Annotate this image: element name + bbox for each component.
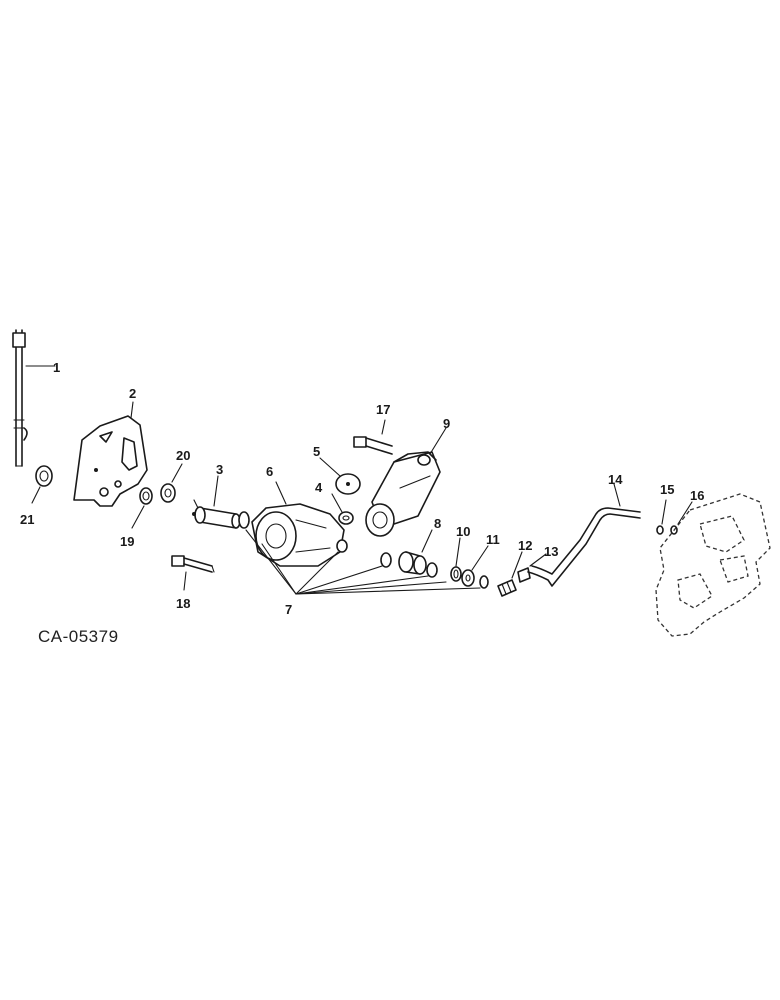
part-21-bushing (31, 465, 53, 504)
callout-4: 4 (315, 480, 323, 495)
callout-7: 7 (285, 602, 292, 617)
callout-3: 3 (216, 462, 223, 477)
callout-2: 2 (129, 386, 136, 401)
part-18-bolt (171, 555, 215, 591)
callout-13: 13 (544, 544, 558, 559)
callout-1: 1 (53, 360, 60, 375)
callout-15: 15 (660, 482, 674, 497)
callout-17: 17 (376, 402, 390, 417)
part-13-fitting (517, 553, 547, 583)
callout-9: 9 (443, 416, 450, 431)
drawing-code: CA-05379 (38, 627, 119, 646)
part-3-pin (192, 475, 241, 529)
callout-11: 11 (486, 532, 500, 547)
callout-18: 18 (176, 596, 190, 611)
valve-body-outline (655, 493, 771, 637)
part-5-disc (319, 457, 361, 495)
part-19-washer (131, 487, 153, 529)
part-10-ring (450, 537, 462, 582)
part-6-housing (251, 481, 345, 567)
part-20-washer (160, 463, 183, 503)
part-15-o-ring (656, 499, 667, 535)
part-4-washer (331, 493, 354, 525)
callout-20: 20 (176, 448, 190, 463)
part-7-o-rings (238, 511, 489, 589)
callout-labels: 1 2 3 4 5 6 7 8 9 10 11 12 13 14 15 16 1… (20, 360, 704, 617)
part-17-bolt (353, 419, 393, 455)
part-11-nut (461, 545, 489, 587)
callout-16: 16 (690, 488, 704, 503)
part-1-control-rod (12, 329, 56, 467)
part-8-sleeve (398, 529, 433, 575)
callout-21: 21 (20, 512, 34, 527)
callout-14: 14 (608, 472, 623, 487)
callout-7-leaders (245, 529, 481, 595)
callout-5: 5 (313, 444, 320, 459)
part-2-plate (73, 401, 148, 507)
callout-8: 8 (434, 516, 441, 531)
callout-10: 10 (456, 524, 470, 539)
callout-12: 12 (518, 538, 532, 553)
part-9-cylinder (365, 427, 447, 537)
part-14-tube (527, 483, 641, 587)
callout-6: 6 (266, 464, 273, 479)
part-12-fitting (497, 551, 523, 597)
callout-19: 19 (120, 534, 134, 549)
